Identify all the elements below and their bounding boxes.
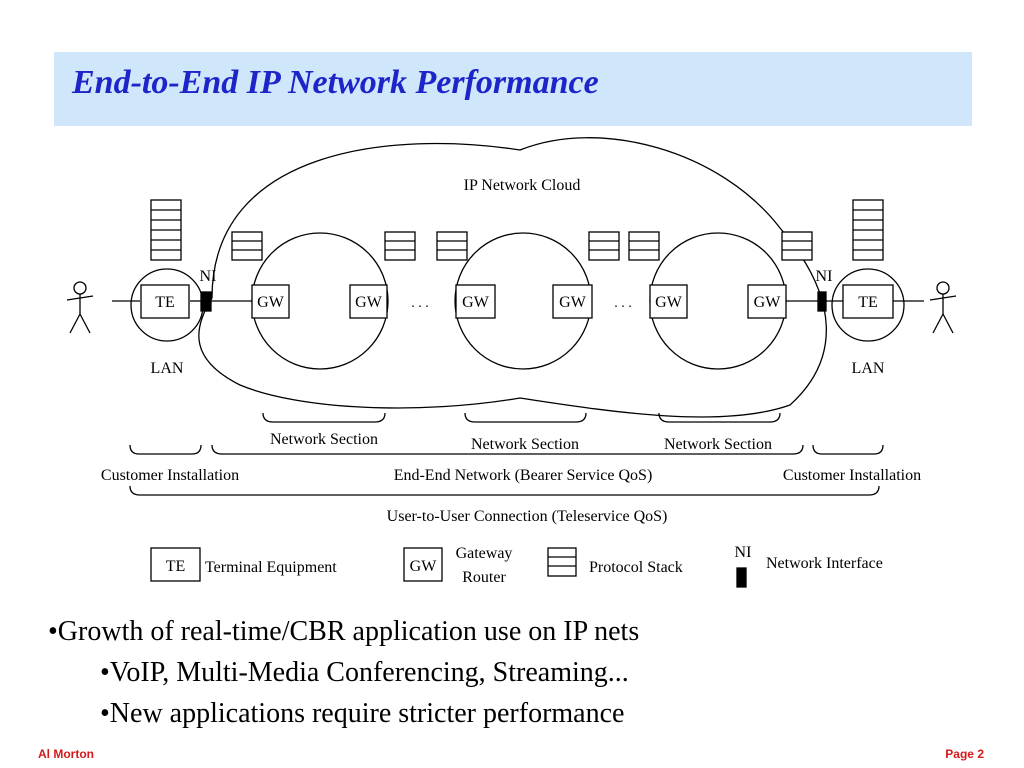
brace-customer-installation-left — [129, 444, 202, 455]
legend-gw-box — [403, 547, 443, 582]
legend-gw-text-line2: Router — [462, 569, 506, 586]
protocol-stack-gw-1 — [231, 231, 263, 261]
gw-label-5: GW — [655, 294, 683, 311]
ni-marker-left — [200, 291, 212, 312]
gw-label-2: GW — [355, 294, 383, 311]
legend-te-box-label: TE — [166, 558, 186, 575]
brace-end-end-network — [211, 444, 804, 455]
title-bar: End-to-End IP Network Performance — [54, 52, 972, 126]
legend: TE Terminal Equipment GW Gateway Router … — [150, 544, 883, 588]
te-label-left: TE — [155, 294, 175, 311]
gw-box-5 — [649, 284, 688, 319]
brace-user-to-user — [129, 485, 880, 496]
gw-box-2 — [349, 284, 388, 319]
bullet-3: •New applications require stricter perfo… — [100, 698, 625, 729]
legend-ni-text: Network Interface — [766, 555, 883, 572]
ni-label-right: NI — [816, 268, 833, 285]
legend-ni-marker — [736, 567, 747, 588]
protocol-stack-gw-3 — [436, 231, 468, 261]
footer-author: Al Morton — [38, 747, 94, 761]
brace-network-section-1 — [262, 412, 386, 423]
footer-page-number: Page 2 — [945, 747, 984, 761]
gw-box-3 — [455, 284, 496, 319]
ni-label-left: NI — [200, 268, 217, 285]
protocol-stack-gw-5 — [628, 231, 660, 261]
network-section-label-3: Network Section — [664, 436, 772, 453]
te-box-right — [842, 284, 894, 319]
bullet-1: •Growth of real-time/CBR application use… — [48, 616, 640, 647]
legend-protocol-stack-icon — [547, 547, 577, 577]
protocol-stack-gw-6 — [781, 231, 813, 261]
network-section-label-1: Network Section — [270, 431, 378, 448]
end-end-network-label: End-End Network (Bearer Service QoS) — [394, 467, 653, 484]
lan-circle-right — [831, 268, 905, 342]
lan-label-left: LAN — [151, 360, 184, 377]
network-diagram: IP Network Cloud NI NI TE TE GW GW GW GW… — [66, 137, 957, 588]
protocol-stack-te-left — [150, 199, 182, 261]
user-icon-right — [929, 281, 957, 334]
te-label-right: TE — [858, 294, 878, 311]
cloud-label: IP Network Cloud — [464, 177, 581, 194]
ip-network-cloud — [198, 137, 827, 418]
brace-network-section-2 — [464, 412, 587, 423]
legend-stack-text: Protocol Stack — [589, 559, 683, 576]
network-section-label-2: Network Section — [471, 436, 579, 453]
ellipsis-1: . . . — [411, 296, 429, 311]
gw-box-4 — [552, 284, 593, 319]
legend-gw-box-label: GW — [410, 558, 438, 575]
customer-installation-label-right: Customer Installation — [783, 467, 921, 484]
gw-box-1 — [251, 284, 290, 319]
ni-marker-right — [817, 291, 827, 312]
brace-customer-installation-right — [812, 444, 884, 455]
legend-gw-text-line1: Gateway — [456, 545, 513, 562]
user-to-user-label: User-to-User Connection (Teleservice QoS… — [387, 508, 668, 525]
bullet-2: •VoIP, Multi-Media Conferencing, Streami… — [100, 657, 629, 688]
slide-title: End-to-End IP Network Performance — [72, 64, 599, 101]
legend-te-box — [150, 547, 201, 582]
legend-te-text: Terminal Equipment — [205, 559, 337, 576]
protocol-stack-gw-4 — [588, 231, 620, 261]
legend-ni-label: NI — [735, 544, 752, 561]
gw-label-1: GW — [257, 294, 285, 311]
te-box-left — [140, 284, 190, 319]
brace-network-section-3 — [658, 412, 781, 423]
gw-box-6 — [747, 284, 787, 319]
ellipsis-2: . . . — [614, 296, 632, 311]
protocol-stack-te-right — [852, 199, 884, 261]
customer-installation-label-left: Customer Installation — [101, 467, 239, 484]
user-icon-left — [66, 281, 94, 334]
protocol-stack-gw-2 — [384, 231, 416, 261]
gw-label-6: GW — [754, 294, 782, 311]
gw-label-3: GW — [462, 294, 490, 311]
lan-label-right: LAN — [852, 360, 885, 377]
gw-label-4: GW — [559, 294, 587, 311]
